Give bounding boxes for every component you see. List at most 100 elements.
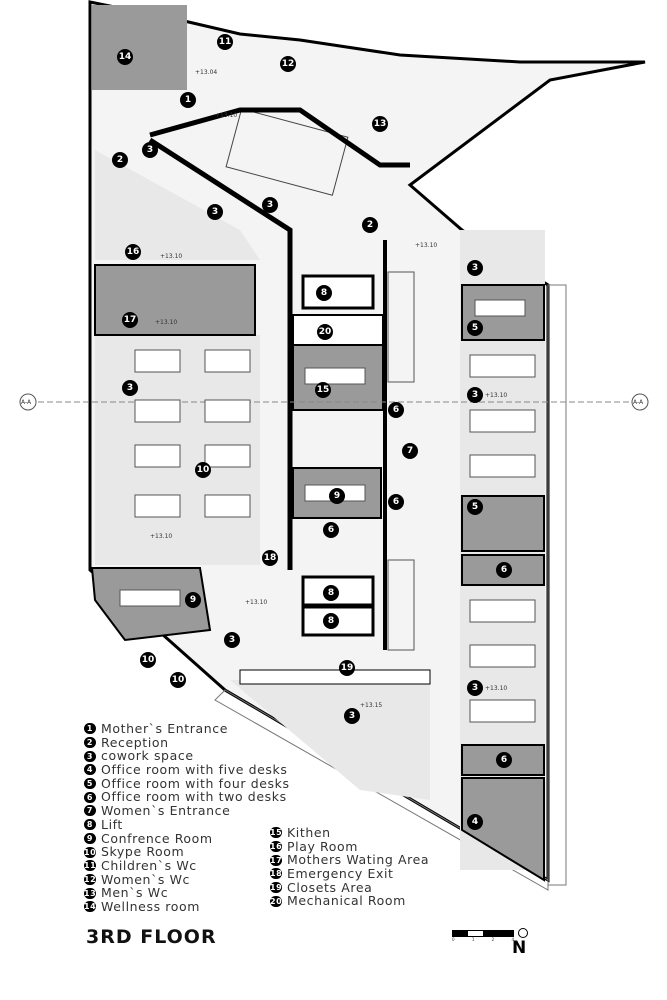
legend-label: Confrence Room: [101, 830, 213, 846]
room-marker-number: 6: [501, 755, 507, 765]
legend-number: 2: [84, 737, 96, 749]
legend-label: Wellness room: [101, 898, 201, 914]
room-marker-number: 6: [393, 405, 399, 415]
room-marker-circle: [344, 708, 360, 724]
legend-number: 16: [270, 841, 283, 853]
level-tag: +13.10: [150, 533, 172, 540]
room-marker-circle: [467, 499, 483, 515]
scale-tick: 1: [471, 937, 475, 942]
room-marker-circle: [180, 92, 196, 108]
room-marker-circle: [317, 324, 333, 340]
legend-number: 3: [84, 750, 96, 762]
section-marker-east: A-A: [631, 393, 649, 411]
legend-number: 11: [84, 860, 97, 872]
room-marker: 6: [496, 752, 512, 768]
room-marker-number: 11: [219, 37, 232, 47]
room-marker: 6: [388, 402, 404, 418]
legend-number: 19: [270, 882, 283, 894]
room-marker: 3: [467, 387, 483, 403]
room-marker-number: 3: [147, 145, 153, 155]
closets: [239, 669, 431, 685]
scale-tick: 4: [511, 937, 514, 942]
facade-screen: [547, 284, 567, 886]
room-marker-circle: [496, 752, 512, 768]
room-marker-circle: [372, 116, 388, 132]
legend-label: Office room with four desks: [101, 775, 290, 791]
legend-label: Children`s Wc: [101, 857, 197, 873]
room-marker: 8: [323, 613, 339, 629]
legend-label: Mothers Wating Area: [287, 852, 430, 868]
room-marker: 5: [467, 320, 483, 336]
room-marker-circle: [207, 204, 223, 220]
room-marker-number: 10: [142, 655, 155, 665]
legend-label: Office room with two desks: [101, 789, 287, 805]
room-marker-circle: [170, 672, 186, 688]
scale-bar: 0 1 2 4: [452, 930, 514, 942]
room-marker-circle: [467, 387, 483, 403]
room-marker-number: 6: [501, 565, 507, 575]
lift-top: [301, 274, 375, 310]
room-marker: 8: [323, 585, 339, 601]
room-marker: 2: [362, 217, 378, 233]
legend-label: Men`s Wc: [101, 885, 169, 901]
legend-label: Mother`s Entrance: [101, 721, 229, 736]
legend-label: Kithen: [287, 825, 331, 840]
north-arrow: N: [512, 928, 528, 958]
room-marker-circle: [388, 402, 404, 418]
room-marker-number: 3: [267, 200, 273, 210]
scale-tick: 2: [491, 937, 495, 942]
room-marker-number: 8: [328, 588, 334, 598]
room-marker-number: 4: [472, 817, 478, 827]
room-marker: 5: [467, 499, 483, 515]
stairs-bottom: [387, 559, 415, 651]
room-marker-number: 5: [472, 323, 478, 333]
room-marker: 15: [315, 382, 331, 398]
room-marker: 16: [125, 244, 141, 260]
room-marker: 13: [372, 116, 388, 132]
level-tag: +13.10: [485, 685, 507, 692]
room-marker-circle: [112, 152, 128, 168]
room-marker-circle: [217, 34, 233, 50]
room-marker-number: 15: [317, 385, 330, 395]
room-marker-number: 2: [117, 155, 123, 165]
room-marker-number: 2: [367, 220, 373, 230]
room-marker: 9: [329, 488, 345, 504]
facade-screen-diagonal: [214, 689, 549, 891]
room-marker-circle: [323, 613, 339, 629]
room-marker: 10: [170, 672, 186, 688]
room-marker-circle: [362, 217, 378, 233]
room-wellness: [92, 5, 187, 90]
legend-number: 14: [84, 901, 97, 913]
room-marker-circle: [122, 380, 138, 396]
room-marker: 3: [142, 142, 158, 158]
room-marker: 19: [339, 660, 355, 676]
cowork-area-south: [230, 680, 430, 800]
room-marker-circle: [122, 312, 138, 328]
room-marker: 6: [323, 522, 339, 538]
room-marker-number: 5: [472, 502, 478, 512]
room-marker-number: 3: [472, 263, 478, 273]
room-marker-number: 12: [282, 59, 295, 69]
room-marker-number: 3: [212, 207, 218, 217]
room-marker-number: 6: [393, 497, 399, 507]
room-marker: 7: [402, 443, 418, 459]
svg-text:A-A: A-A: [21, 399, 32, 406]
legend-item: 14 Wellness room: [84, 900, 290, 914]
wall: [148, 137, 293, 570]
room-marker: 3: [467, 260, 483, 276]
room-marker: 3: [122, 380, 138, 396]
stairs-top: [387, 271, 415, 383]
room-marker-circle: [125, 244, 141, 260]
legend-label: Closets Area: [287, 879, 373, 895]
room-marker-circle: [339, 660, 355, 676]
